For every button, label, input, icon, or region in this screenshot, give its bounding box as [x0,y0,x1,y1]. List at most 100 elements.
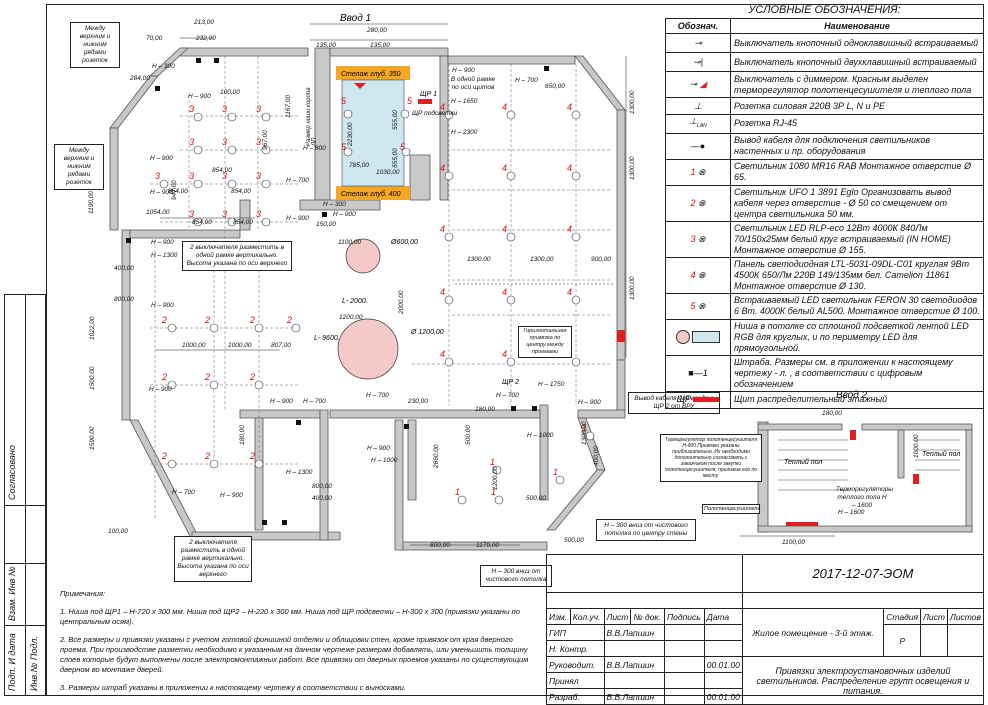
svg-text:854,00: 854,00 [233,219,253,226]
svg-text:2: 2 [249,451,255,461]
svg-text:1000,00: 1000,00 [913,434,920,458]
svg-text:1300,00: 1300,00 [530,256,554,263]
svg-text:4: 4 [502,224,507,234]
svg-text:232,00: 232,00 [195,35,216,42]
note-3: 3. Размеры штраб указаны в приложении к … [60,683,407,692]
svg-text:H – 900: H – 900 [150,155,173,162]
panel-icon: ЩР [665,390,731,409]
svg-text:H – 1300: H – 1300 [286,469,313,476]
svg-text:4: 4 [440,102,445,112]
svg-text:1000,00: 1000,00 [228,342,252,349]
niche-led-icon [665,318,731,356]
svg-text:180,00: 180,00 [475,406,495,413]
svg-text:854,00: 854,00 [192,219,212,226]
svg-text:800,00: 800,00 [430,542,450,549]
distribution-panels [354,83,919,484]
svg-text:150,00: 150,00 [316,221,336,228]
svg-text:2: 2 [249,372,255,382]
svg-text:H – 1750: H – 1750 [538,381,565,388]
svg-text:5: 5 [400,142,406,152]
dimmer-icon: ⊸ ◢ [665,71,731,98]
svg-text:1300,00: 1300,00 [629,90,636,114]
svg-text:1: 1 [455,487,460,497]
svg-text:4: 4 [440,287,445,297]
svg-text:1030,00: 1030,00 [376,169,400,176]
svg-text:284,00: 284,00 [129,75,150,82]
shch1-label: ЩР 1 [420,91,437,98]
stage-value: Р [883,624,922,657]
svg-text:4: 4 [567,287,572,297]
svg-text:900,00: 900,00 [591,256,611,263]
warm-floor-2: Теплый пол [922,450,960,458]
note-2: 2. Все размеры и привязки указаны с учет… [60,635,529,674]
svg-text:5: 5 [341,96,347,106]
callout-ramka: В одной рамке по оси щитов [450,76,496,91]
svg-text:H – 700: H – 700 [496,392,519,399]
svg-text:3: 3 [256,209,261,219]
round-niche-small [345,238,381,274]
svg-text:400,00: 400,00 [114,265,134,272]
svg-text:1200,00: 1200,00 [492,466,499,490]
svg-text:5: 5 [407,96,413,106]
panel-markers [126,58,549,525]
object-name: Жилое помещение - 3-й этаж. [741,608,885,657]
svg-text:3: 3 [189,137,194,147]
svg-text:1170,00: 1170,00 [476,542,499,549]
vertical-dimension-labels: 1167,00 967,00 947,00 1190,00 213,00 130… [88,90,920,490]
svg-text:H – 900: H – 900 [367,445,390,452]
svg-text:H – 700: H – 700 [172,489,195,496]
legend-title: УСЛОВНЫЕ ОБОЗНАЧЕНИЯ: [748,4,901,16]
lamp-2-icon: 2 ⊗ [665,184,731,222]
svg-text:3: 3 [189,171,194,181]
niche-rect [341,79,405,187]
callout-box-size: Размер ниши короба ЛП [306,87,318,146]
shelf-2 [336,186,410,200]
svg-text:4: 4 [502,349,507,359]
notes: Примечания: 1. Ниша под ЩР1 – H-720 х 30… [60,589,540,701]
svg-text:H – 900: H – 900 [188,93,211,100]
notes-heading: Примечания: [60,589,106,598]
svg-text:947,00: 947,00 [171,180,178,200]
rj45-icon: ⊥LAN [665,114,731,134]
svg-text:1500,00: 1500,00 [89,366,96,390]
round-niche-large [337,318,399,380]
svg-text:180,00: 180,00 [239,425,246,445]
legend-col-symbol: Обознач. [665,18,731,34]
socket-icon: ⊥ [665,97,731,115]
svg-text:3: 3 [155,171,160,181]
svg-text:H – 900: H – 900 [151,302,174,309]
svg-text:4: 4 [502,102,507,112]
svg-text:2000,00: 2000,00 [398,290,405,315]
switch-1key-icon: ⊸ [665,33,731,53]
svg-text:1200,00: 1200,00 [339,314,363,321]
svg-text:3: 3 [256,171,261,181]
svg-text:2: 2 [204,451,210,461]
svg-text:1: 1 [582,423,587,433]
warm-floor-loops [778,439,960,491]
svg-text:3: 3 [256,137,261,147]
svg-text:854,00: 854,00 [212,167,232,174]
svg-text:H – 900: H – 900 [149,386,172,393]
callout-between-rows-2: Между верхним и нижним рядами розеток [54,144,104,190]
svg-text:H – 800: H – 800 [303,145,326,152]
svg-text:H – 900: H – 900 [151,239,174,246]
svg-text:650,00: 650,00 [545,83,565,90]
svg-text:4: 4 [440,224,445,234]
svg-text:H – 900: H – 900 [452,67,475,74]
svg-text:H – 900: H – 900 [150,189,173,196]
note-1: 1. Ниша под ЩР1 – H-720 х 300 мм. Ниша п… [60,607,520,626]
svg-text:2: 2 [204,315,210,325]
callout-two-switches-1: 2 выключателя разместить в одной рамке в… [182,241,292,271]
dimension-lines [155,23,835,546]
svg-text:2: 2 [161,372,167,382]
callout-towel: Полотенцесушитель [702,504,761,514]
svg-text:1100,00: 1100,00 [338,239,361,246]
svg-text:2: 2 [286,315,292,325]
title-block: 2017-12-07-ЭОМ Изм. Кол.уч. Лист № док. … [546,554,985,705]
svg-text:3: 3 [222,137,227,147]
svg-text:2: 2 [204,372,210,382]
svg-text:H – 900: H – 900 [220,492,243,499]
lamp-4-icon: 4 ⊗ [665,256,731,294]
